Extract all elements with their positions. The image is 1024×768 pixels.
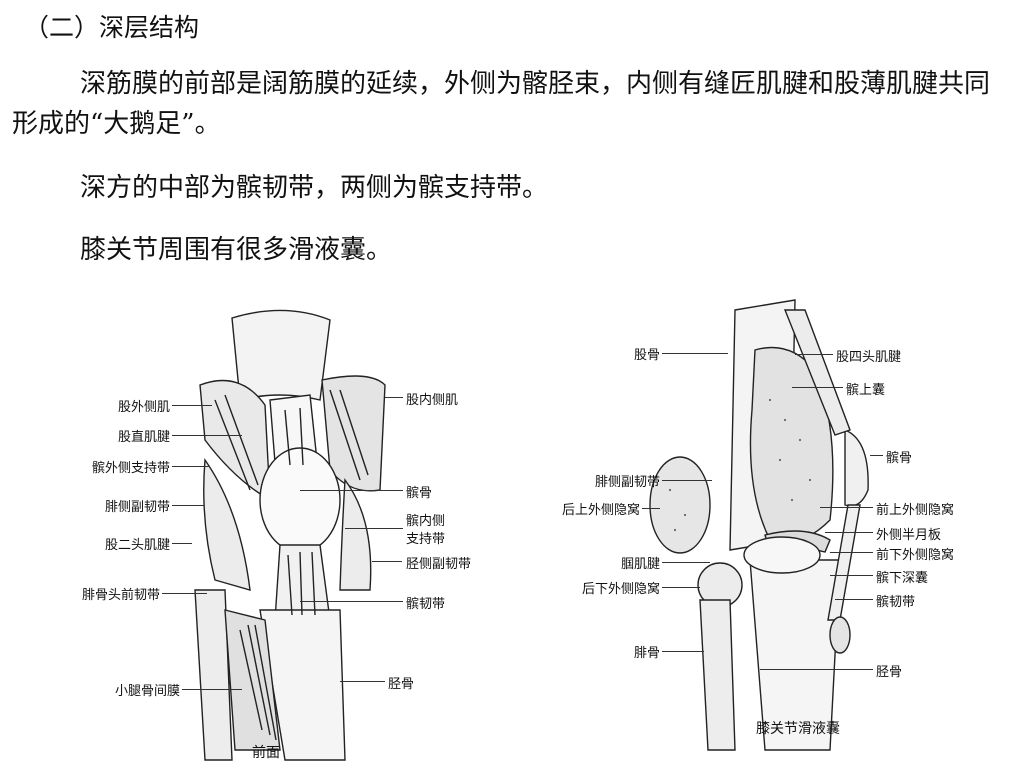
paragraph-fascia: 深筋膜的前部是阔筋膜的延续，外侧为髂胫束，内侧有缝匠肌腱和股薄肌腱共同形成的“大… <box>12 69 991 139</box>
label-fibula: 腓骨 <box>633 646 660 661</box>
label-fibular-collateral: 腓侧副韧带 <box>104 500 170 515</box>
label-anterior-lower-recess: 前下外侧隐窝 <box>876 548 955 563</box>
section-heading: （二）深层结构 <box>24 13 200 42</box>
label-fibular-collateral-2: 腓侧副韧带 <box>594 475 660 490</box>
label-popliteus-tendon: 腘肌腱 <box>620 557 660 572</box>
label-deep-infrapatellar-bursa: 髌下深囊 <box>876 571 929 586</box>
label-femur: 股骨 <box>633 348 660 363</box>
figure-knee-front: 股外侧肌 股直肌腱 髌外侧支持带 腓侧副韧带 股二头肌腱 腓骨头前韧带 小腿骨间… <box>0 290 520 768</box>
label-rectus-tendon: 股直肌腱 <box>117 430 170 445</box>
knee-bursa-illustration <box>649 299 869 751</box>
label-posterior-upper-recess: 后上外侧隐窝 <box>561 503 640 518</box>
label-anterior-upper-recess: 前上外侧隐窝 <box>876 503 955 518</box>
label-medial-retinaculum-2: 支持带 <box>406 532 446 547</box>
label-biceps-tendon: 股二头肌腱 <box>104 538 170 553</box>
label-medial-retinaculum: 髌内侧 <box>406 514 446 529</box>
label-patella: 髌骨 <box>406 486 433 501</box>
label-vastus-medialis: 股内侧肌 <box>406 393 459 408</box>
paragraph-ligament: 深方的中部为髌韧带，两侧为髌支持带。 <box>80 173 549 203</box>
figure-knee-bursa: 股骨 腓侧副韧带 后上外侧隐窝 腘肌腱 后下外侧隐窝 腓骨 股四头肌腱 髌上囊 … <box>530 290 1024 768</box>
label-posterior-lower-recess: 后下外侧隐窝 <box>581 582 660 597</box>
label-interosseous: 小腿骨间膜 <box>114 684 180 699</box>
paragraph-bursa: 膝关节周围有很多滑液囊。 <box>80 235 393 265</box>
label-tibial-collateral: 胫侧副韧带 <box>406 557 472 572</box>
caption-knee-bursa: 膝关节滑液囊 <box>756 721 840 737</box>
label-patellar-ligament: 髌韧带 <box>406 597 446 612</box>
label-suprapatellar-bursa: 髌上囊 <box>846 383 886 398</box>
label-lateral-meniscus: 外侧半月板 <box>876 528 942 543</box>
label-lateral-retinaculum: 髌外侧支持带 <box>91 461 170 476</box>
label-tibia-2: 胫骨 <box>876 665 903 680</box>
label-patella-2: 髌骨 <box>886 451 913 466</box>
label-quadriceps-tendon: 股四头肌腱 <box>836 350 902 365</box>
label-tibia: 胫骨 <box>388 677 415 692</box>
knee-front-illustration <box>194 309 386 761</box>
caption-front-view: 前面 <box>252 745 280 761</box>
label-patellar-ligament-2: 髌韧带 <box>876 595 916 610</box>
label-vastus-lateralis: 股外侧肌 <box>117 400 170 415</box>
label-fibular-head-ligament: 腓骨头前韧带 <box>81 588 160 603</box>
